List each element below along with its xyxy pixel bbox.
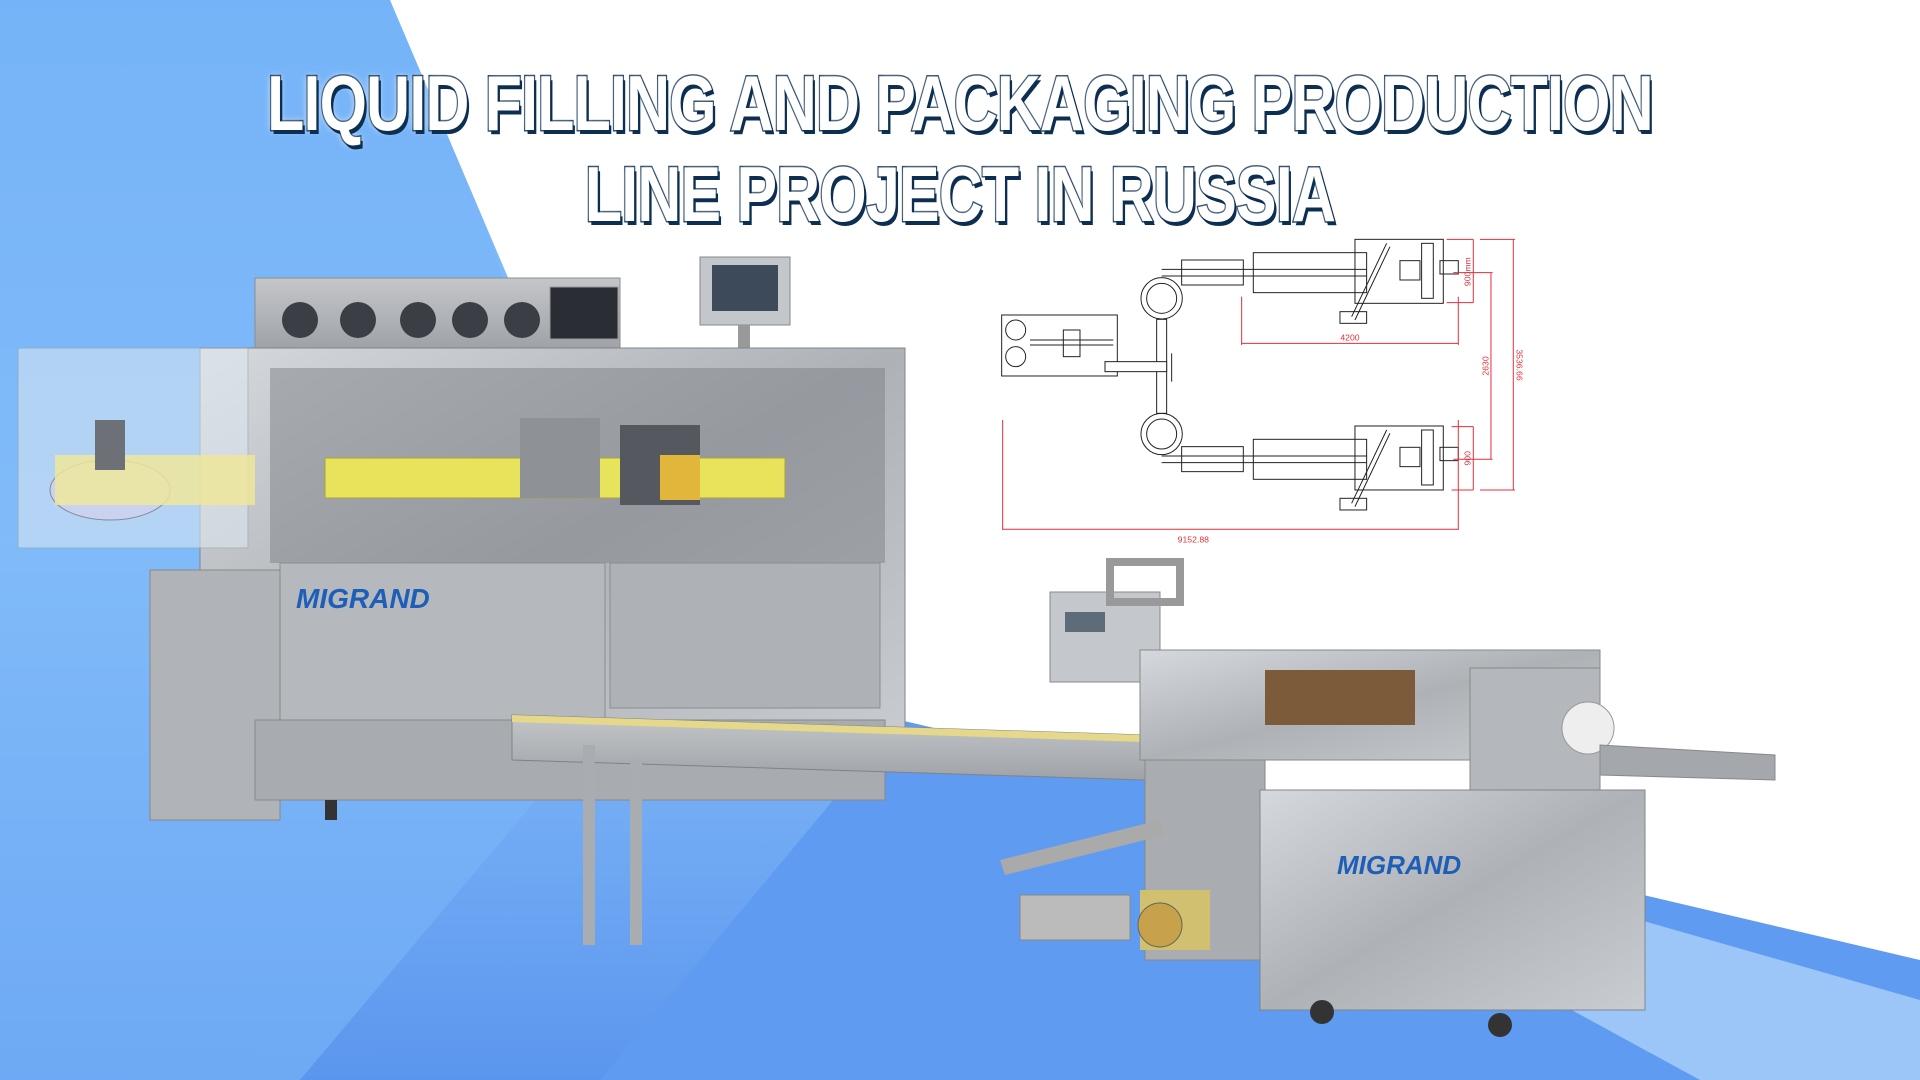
dim-conveyor-length: 4200: [1340, 333, 1359, 343]
production-line-layout-drawing: 4200 900mm 900 2630 3536.66 9152.88: [1001, 238, 1525, 545]
dim-overall-length: 9152.88: [1178, 535, 1209, 545]
banner-title: LIQUID FILLING AND PACKAGING PRODUCTION …: [0, 58, 1920, 240]
upper-lane: [1161, 238, 1459, 324]
packaging-machine-logo: MIGRAND: [1337, 850, 1461, 880]
dim-upper-width: 900mm: [1463, 257, 1473, 286]
dim-overall-width: 3536.66: [1515, 349, 1525, 380]
dim-lane-spacing: 2630: [1480, 356, 1490, 375]
dim-lower-width: 900: [1463, 451, 1473, 466]
dimension-lines: [1002, 238, 1515, 530]
flow-packaging-machine-image: MIGRAND: [511, 558, 1776, 1037]
page-title: LIQUID FILLING AND PACKAGING PRODUCTION …: [266, 58, 1655, 240]
lower-lane: [1161, 425, 1459, 511]
filling-machine-logo: MIGRAND: [296, 583, 430, 614]
